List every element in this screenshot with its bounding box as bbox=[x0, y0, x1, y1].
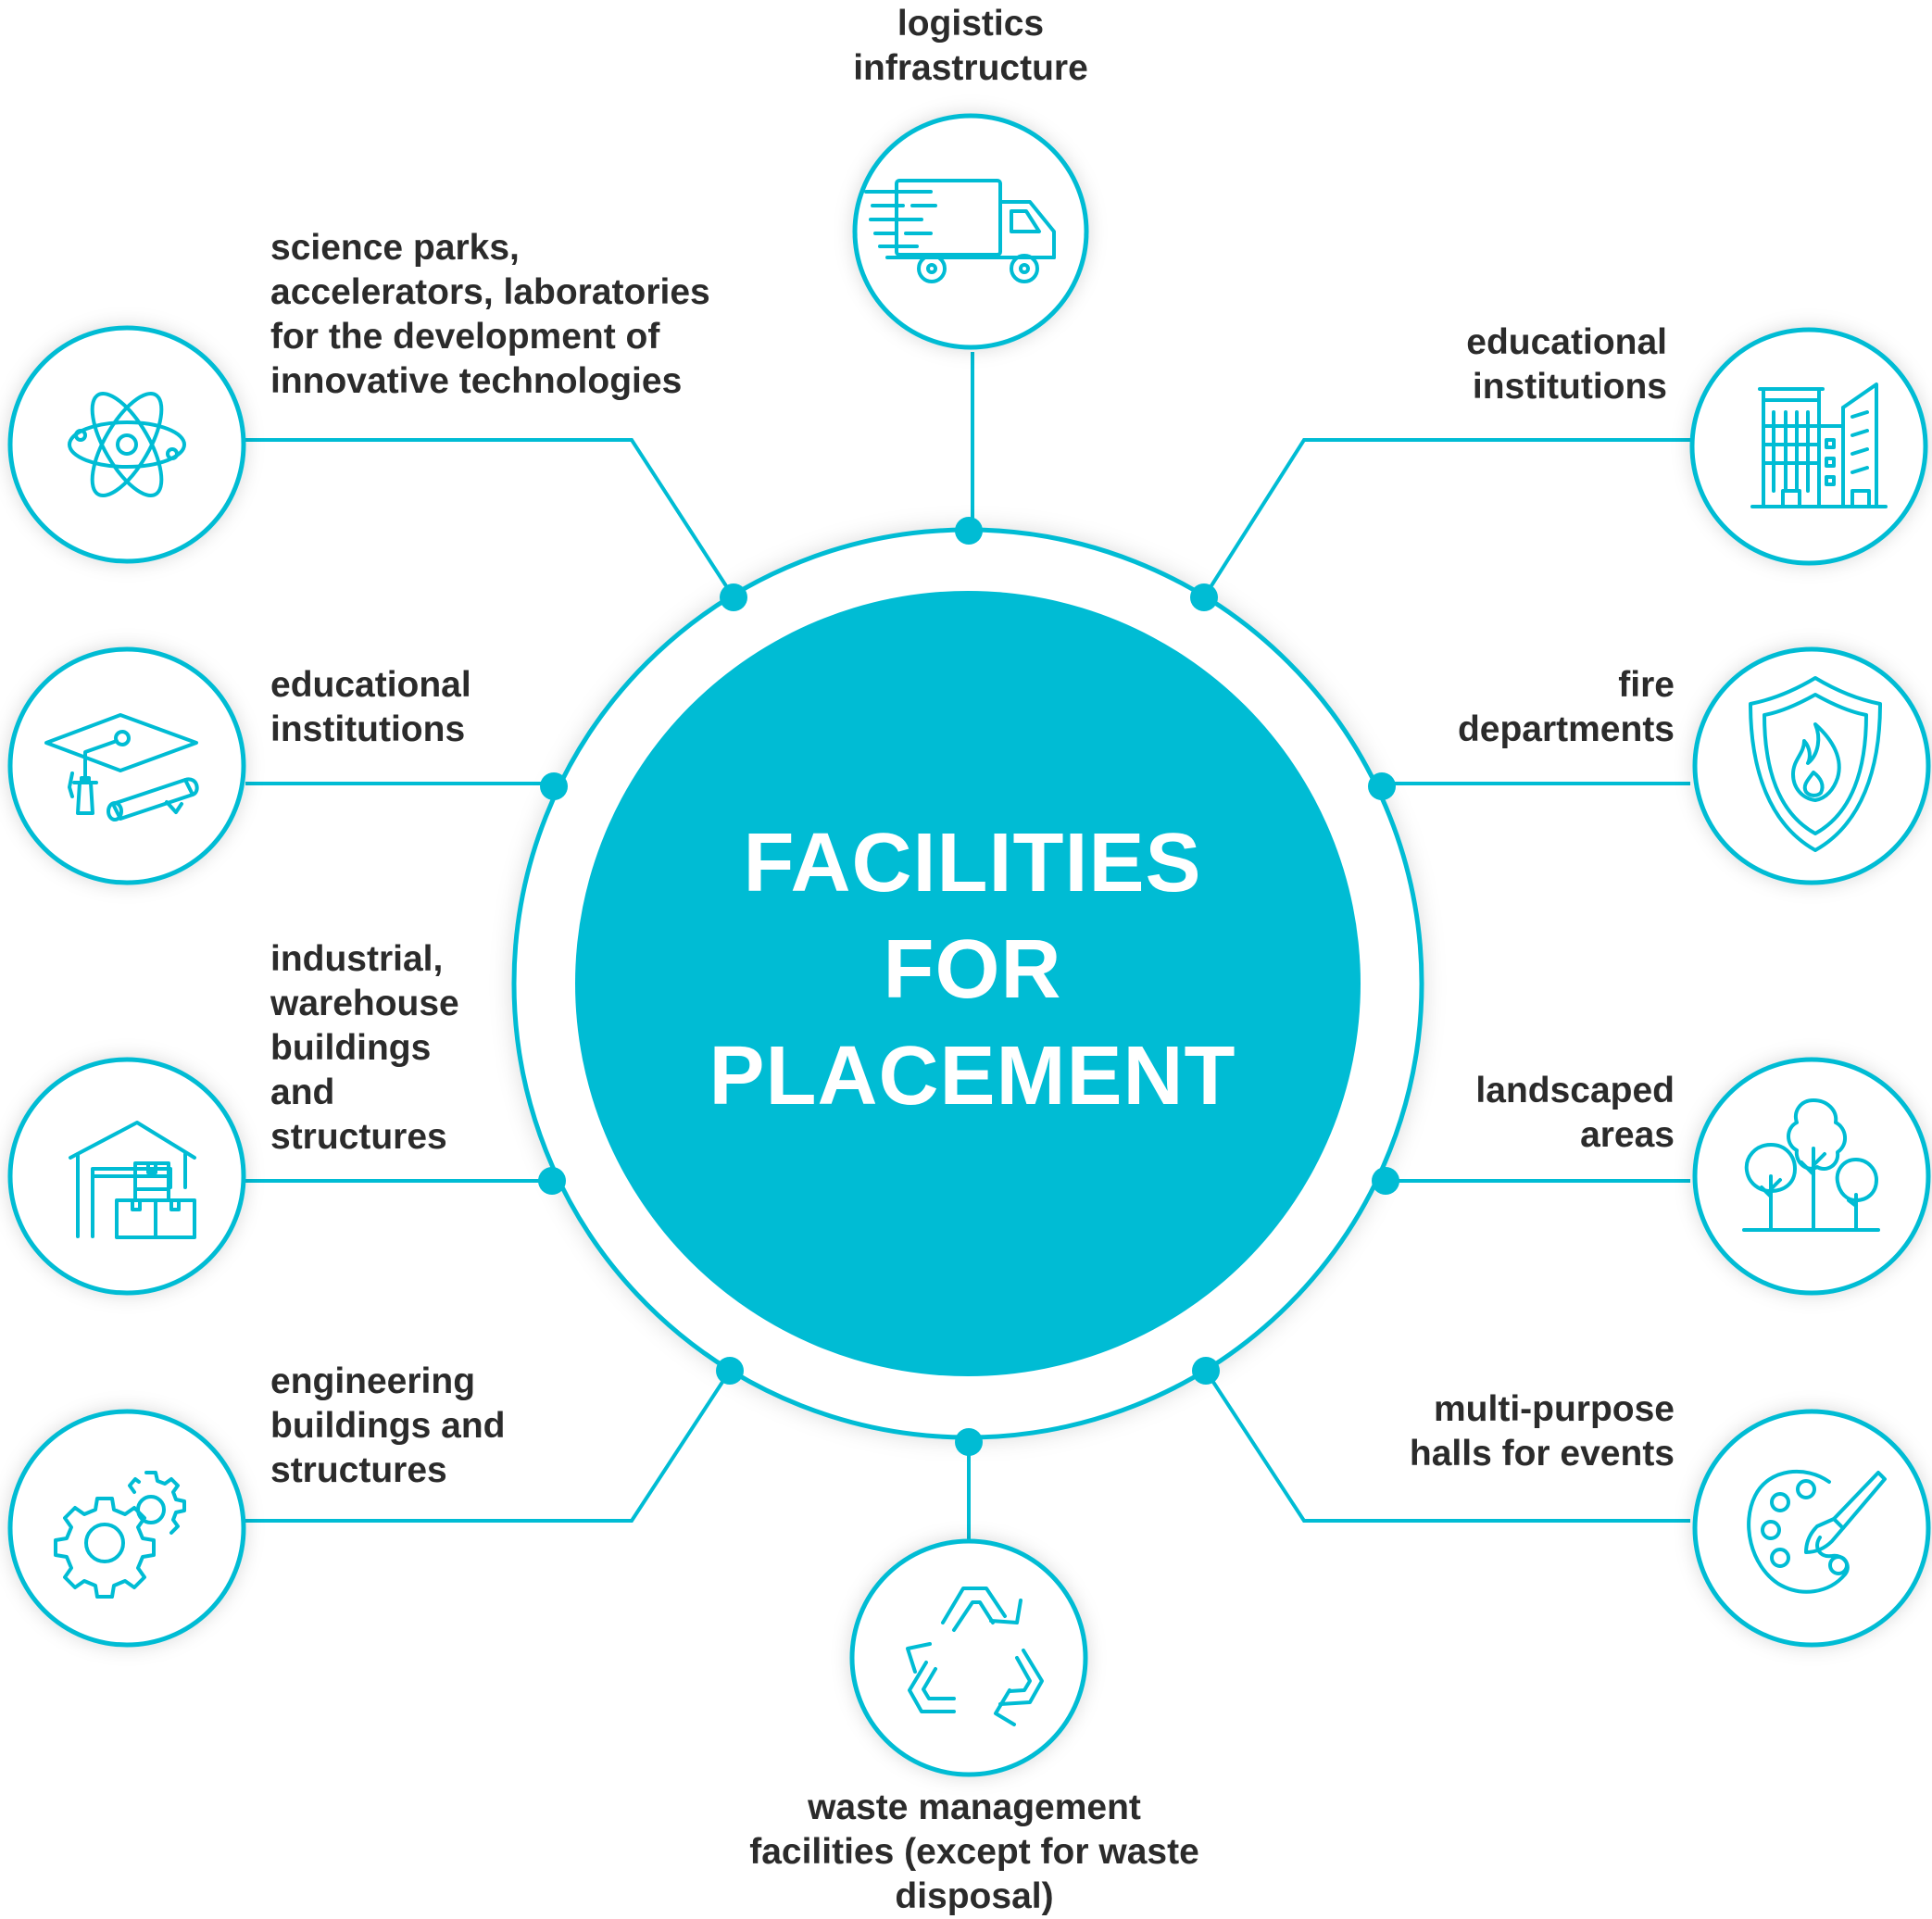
label-line: engineering bbox=[270, 1361, 476, 1401]
node-fire bbox=[1692, 646, 1931, 885]
label-waste: waste management facilities (except for … bbox=[678, 1786, 1271, 1919]
label-science: science parks, accelerators, laboratorie… bbox=[270, 226, 789, 404]
icon-circle-halls bbox=[1692, 1409, 1931, 1648]
center-title-line: PLACEMENT bbox=[709, 1030, 1236, 1123]
label-line: for the development of bbox=[270, 317, 660, 357]
dot-halls bbox=[1192, 1357, 1220, 1385]
center-disc bbox=[575, 591, 1361, 1376]
recycle-icon bbox=[906, 1587, 1044, 1726]
node-science bbox=[7, 325, 246, 564]
label-line: innovative technologies bbox=[270, 361, 683, 401]
label-line: educational bbox=[1466, 322, 1667, 362]
label-line: logistics bbox=[897, 4, 1045, 44]
label-line: fire bbox=[1618, 665, 1675, 705]
label-line: and bbox=[270, 1072, 335, 1112]
label-line: waste management bbox=[808, 1787, 1141, 1827]
center-title-line: FACILITIES bbox=[743, 817, 1202, 909]
label-line: structures bbox=[270, 1450, 447, 1490]
node-edu-left bbox=[7, 646, 246, 885]
icon-circle-science bbox=[7, 325, 246, 564]
icon-circle-fire bbox=[1692, 646, 1931, 885]
dot-fire bbox=[1368, 772, 1396, 800]
dot-edu-right bbox=[1190, 583, 1218, 611]
dot-landscaped bbox=[1372, 1167, 1399, 1195]
label-line: halls for events bbox=[1409, 1434, 1675, 1474]
gears-icon bbox=[54, 1471, 186, 1599]
label-fire: fire departments bbox=[1304, 663, 1675, 752]
connector-science bbox=[245, 438, 735, 599]
label-line: educational bbox=[270, 665, 471, 705]
node-industrial bbox=[7, 1057, 246, 1296]
connector-lines bbox=[245, 352, 1690, 1542]
label-line: structures bbox=[270, 1117, 447, 1157]
label-line: accelerators, laboratories bbox=[270, 272, 710, 312]
connector-dots bbox=[538, 517, 1399, 1456]
label-edu-left: educational institutions bbox=[270, 663, 641, 752]
node-waste bbox=[849, 1538, 1088, 1777]
dot-engineering bbox=[716, 1357, 744, 1385]
connector-halls bbox=[1204, 1369, 1690, 1523]
warehouse-icon bbox=[69, 1121, 196, 1239]
icon-circle-logistics bbox=[852, 113, 1089, 350]
node-landscaped bbox=[1692, 1057, 1931, 1296]
label-line: landscaped bbox=[1475, 1071, 1675, 1110]
label-line: multi-purpose bbox=[1434, 1389, 1675, 1429]
node-engineering bbox=[7, 1409, 246, 1648]
label-edu-right: educational institutions bbox=[1297, 320, 1667, 409]
label-halls: multi-purpose halls for events bbox=[1286, 1387, 1675, 1476]
dot-waste bbox=[955, 1428, 983, 1456]
buildings-icon bbox=[1750, 383, 1888, 508]
dot-industrial bbox=[538, 1167, 566, 1195]
connector-edu-right bbox=[1202, 438, 1690, 599]
label-line: warehouse bbox=[270, 984, 459, 1023]
icon-circle-waste bbox=[849, 1538, 1088, 1777]
dot-science bbox=[720, 583, 747, 611]
graduation-cap-icon bbox=[44, 713, 199, 822]
label-line: buildings bbox=[270, 1028, 432, 1068]
label-landscaped: landscaped areas bbox=[1304, 1069, 1675, 1158]
label-line: science parks, bbox=[270, 228, 520, 268]
trees-icon bbox=[1742, 1098, 1880, 1232]
truck-icon bbox=[864, 179, 1056, 283]
label-line: industrial, bbox=[270, 939, 444, 979]
node-logistics bbox=[852, 113, 1089, 350]
label-line: infrastructure bbox=[853, 48, 1088, 88]
label-line: institutions bbox=[1472, 367, 1667, 407]
label-logistics: logistics infrastructure bbox=[785, 2, 1156, 91]
icon-circle-edu-left bbox=[7, 646, 246, 885]
atom-icon bbox=[68, 391, 186, 498]
connector-engineering bbox=[245, 1369, 732, 1523]
label-line: institutions bbox=[270, 709, 466, 749]
label-line: buildings and bbox=[270, 1406, 506, 1446]
label-engineering: engineering buildings and structures bbox=[270, 1360, 641, 1493]
label-line: disposal) bbox=[895, 1876, 1054, 1916]
node-edu-right bbox=[1689, 327, 1928, 566]
label-line: areas bbox=[1580, 1115, 1675, 1155]
label-industrial: industrial, warehouse buildings and stru… bbox=[270, 937, 567, 1160]
icon-circle-engineering bbox=[7, 1409, 246, 1648]
center-title-line: FOR bbox=[883, 923, 1062, 1016]
dot-edu-left bbox=[540, 772, 568, 800]
center-title: FACILITIES FOR PLACEMENT bbox=[574, 810, 1371, 1130]
label-line: facilities (except for waste bbox=[749, 1832, 1199, 1872]
label-line: departments bbox=[1457, 709, 1675, 749]
fire-shield-icon bbox=[1749, 676, 1882, 852]
node-halls bbox=[1692, 1409, 1931, 1648]
dot-logistics bbox=[955, 517, 983, 545]
palette-icon bbox=[1747, 1469, 1887, 1594]
